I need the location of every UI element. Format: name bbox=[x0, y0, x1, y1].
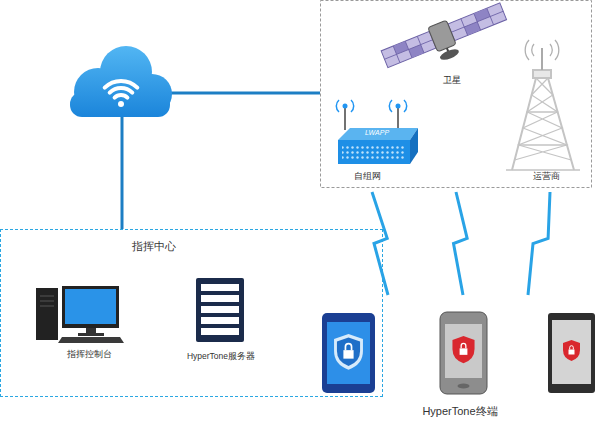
terminal-group: HyperTone终端 bbox=[310, 295, 595, 421]
pc-bays bbox=[40, 296, 54, 306]
router-front bbox=[338, 140, 410, 164]
network-wire bbox=[168, 92, 320, 95]
phone-screen bbox=[552, 320, 591, 384]
server-slot bbox=[201, 284, 239, 291]
group-title: 指挥中心 bbox=[132, 240, 176, 252]
keyboard bbox=[58, 337, 124, 343]
tower-mast bbox=[541, 48, 543, 70]
network-wire bbox=[121, 116, 124, 229]
satellite-icon bbox=[380, 0, 513, 81]
monitor-stand bbox=[86, 328, 96, 333]
node-label: HyperTone终端 bbox=[422, 405, 497, 417]
access-group-frame bbox=[321, 1, 592, 188]
lock-body bbox=[569, 350, 575, 355]
tower-cabin bbox=[533, 70, 551, 78]
wireless-link bbox=[528, 192, 550, 295]
node-label: 指挥控制台 bbox=[67, 350, 112, 359]
satellite-dish bbox=[439, 47, 461, 62]
phone-screen bbox=[327, 322, 370, 384]
command-center-box: 指挥中心指挥控制台 HyperTone服务器 bbox=[0, 229, 383, 397]
server-node: HyperTone服务器 bbox=[186, 273, 261, 363]
shield-face bbox=[563, 340, 580, 361]
solar-panel bbox=[381, 31, 436, 67]
phone-body bbox=[548, 313, 595, 393]
pc-tower bbox=[36, 288, 58, 340]
shield-outer bbox=[334, 334, 363, 370]
server-slot bbox=[201, 295, 239, 302]
lock-shackle bbox=[461, 343, 466, 348]
tower-brace bbox=[515, 78, 572, 160]
wireless-link bbox=[372, 192, 388, 295]
panel-grid bbox=[381, 31, 436, 67]
shield-face bbox=[337, 337, 360, 366]
lock-shackle bbox=[570, 346, 574, 350]
shield-symbol bbox=[334, 334, 363, 370]
node-label: 运营商 bbox=[533, 172, 560, 182]
satellite-node: 卫星 bbox=[380, 5, 510, 192]
wifi-arc bbox=[105, 81, 138, 88]
signal-waves bbox=[525, 40, 559, 60]
router-antenna bbox=[345, 108, 398, 130]
server-slot bbox=[201, 306, 239, 313]
server-case bbox=[196, 278, 244, 342]
monitor-screen bbox=[65, 289, 116, 324]
wireless-link bbox=[454, 192, 468, 295]
shield-inner bbox=[337, 337, 360, 366]
lock-body bbox=[343, 350, 353, 359]
carrier-node: 运营商 bbox=[505, 40, 590, 192]
wifi-dot bbox=[118, 101, 124, 107]
cloud-part bbox=[70, 92, 170, 117]
antenna-tip bbox=[343, 104, 348, 109]
phone-icon bbox=[322, 313, 375, 393]
console-node: 指挥控制台 bbox=[31, 281, 131, 366]
signal-waves bbox=[336, 100, 406, 112]
router-side bbox=[410, 128, 418, 164]
phone-body bbox=[440, 312, 487, 394]
phone-screen bbox=[445, 324, 482, 378]
device-model-label: LWAPP bbox=[365, 129, 389, 137]
router-icon bbox=[336, 100, 418, 164]
shield-face bbox=[452, 336, 474, 363]
wifi-symbol bbox=[105, 81, 138, 107]
wifi-arc bbox=[110, 88, 133, 93]
tower-leg bbox=[512, 78, 574, 170]
router-top bbox=[338, 128, 418, 140]
server-slot bbox=[201, 317, 239, 324]
phone-body bbox=[322, 313, 375, 393]
phone-button bbox=[458, 384, 470, 389]
monitor-base bbox=[78, 333, 104, 336]
monitor-frame bbox=[62, 286, 119, 328]
server-icon bbox=[196, 278, 244, 342]
mesh-network-node: 自组网 bbox=[330, 95, 415, 192]
tower-platform bbox=[506, 112, 580, 170]
router-vents bbox=[342, 144, 406, 161]
computer-icon bbox=[36, 286, 124, 343]
antenna-tip bbox=[396, 104, 401, 109]
shield-symbol bbox=[563, 340, 580, 361]
lock-shackle bbox=[345, 344, 351, 350]
phone-icon bbox=[440, 312, 487, 394]
server-slot bbox=[201, 328, 239, 335]
lock-body bbox=[460, 348, 468, 355]
node-label: 自组网 bbox=[354, 172, 381, 182]
cloud-icon bbox=[70, 46, 172, 117]
tower-icon bbox=[506, 40, 580, 170]
panel-grid bbox=[448, 3, 507, 41]
node-label: HyperTone服务器 bbox=[187, 352, 255, 361]
phone-icon bbox=[548, 313, 595, 393]
shield-symbol bbox=[452, 336, 474, 363]
satellite-body bbox=[428, 20, 456, 52]
wifi-arc bbox=[115, 95, 128, 98]
solar-panel bbox=[448, 3, 507, 41]
node-label: 卫星 bbox=[443, 76, 461, 86]
